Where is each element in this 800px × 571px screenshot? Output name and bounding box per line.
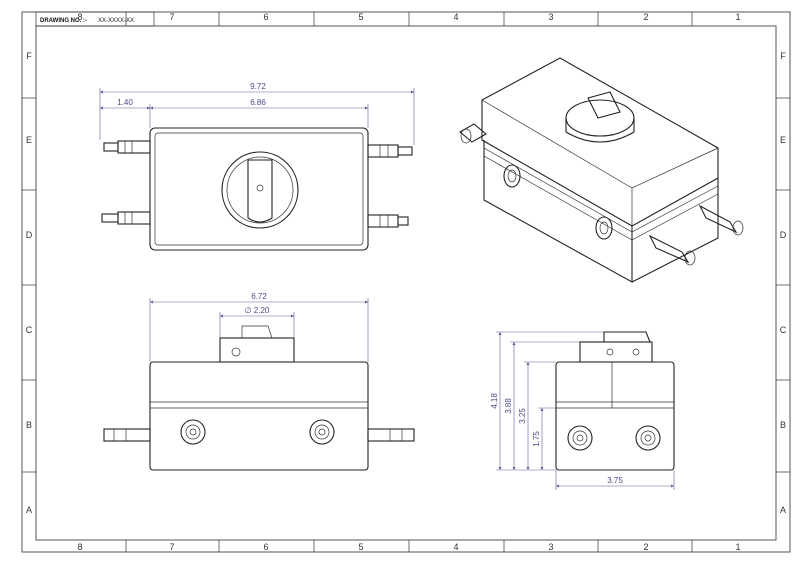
side-view: [555, 331, 675, 471]
dim-top-left: 1.40: [117, 98, 133, 107]
top-view-dimensions: [99, 88, 415, 145]
zone-col-top-2: 2: [643, 12, 648, 22]
zone-col-top-7: 7: [169, 12, 174, 22]
zone-row-right-A: A: [780, 505, 786, 515]
zone-col-top-8: 8: [77, 12, 82, 22]
dim-front-knob-dia: ∅ 2.20: [245, 306, 270, 315]
dim-side-h2: 3.88: [504, 398, 513, 414]
zone-col-bottom-2: 2: [643, 542, 648, 552]
dim-side-h3: 3.25: [518, 408, 527, 424]
zone-row-right-C: C: [780, 325, 787, 335]
outer-frame: [21, 11, 791, 553]
zone-row-left-B: B: [26, 420, 32, 430]
zone-col-bottom-4: 4: [453, 542, 458, 552]
front-view-dimensions: [149, 298, 369, 362]
zone-row-right-E: E: [780, 135, 786, 145]
zone-row-right-D: D: [780, 230, 787, 240]
top-view: [101, 127, 413, 251]
front-view: [103, 325, 415, 471]
dim-side-h1: 4.18: [490, 393, 499, 409]
inner-frame: [35, 25, 777, 541]
zone-row-right-F: F: [780, 51, 786, 61]
isometric-view: [459, 57, 744, 283]
dim-side-width: 3.75: [607, 476, 623, 485]
zone-col-top-4: 4: [453, 12, 458, 22]
zone-col-bottom-8: 8: [77, 542, 82, 552]
zone-col-bottom-5: 5: [358, 542, 363, 552]
zone-row-left-D: D: [26, 230, 33, 240]
side-view-dimensions: [496, 331, 675, 490]
zone-col-bottom-3: 3: [548, 542, 553, 552]
zone-col-bottom-6: 6: [263, 542, 268, 552]
zone-col-bottom-7: 7: [169, 542, 174, 552]
zone-col-top-1: 1: [735, 12, 740, 22]
zone-col-top-3: 3: [548, 12, 553, 22]
dim-top-body: 6.86: [250, 98, 266, 107]
zone-row-left-F: F: [26, 51, 32, 61]
drawing-no-value: XX-XXXX-XX: [98, 18, 134, 24]
zone-row-left-E: E: [26, 135, 32, 145]
zone-row-right-B: B: [780, 420, 786, 430]
zone-col-top-6: 6: [263, 12, 268, 22]
drawing-no-label: DRAWING NO. :-: [40, 18, 87, 24]
zone-row-left-C: C: [26, 325, 33, 335]
zone-col-bottom-1: 1: [735, 542, 740, 552]
dim-top-overall: 9.72: [250, 82, 266, 91]
zone-row-ticks: [22, 97, 790, 473]
dim-front-width: 6.72: [251, 292, 267, 301]
zone-col-top-5: 5: [358, 12, 363, 22]
zone-column-ticks: [125, 12, 693, 552]
title-block: [35, 11, 155, 27]
dim-side-h4: 1.75: [532, 431, 541, 447]
zone-row-left-A: A: [26, 505, 32, 515]
